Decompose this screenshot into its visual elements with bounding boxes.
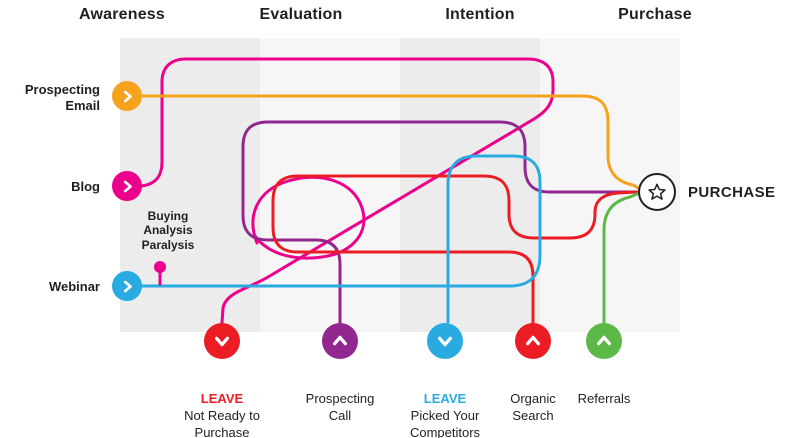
star-icon	[648, 183, 666, 200]
exit-node-organic-search	[515, 323, 551, 359]
exit-node-prospecting-call	[322, 323, 358, 359]
exit-node-referrals	[586, 323, 622, 359]
journey-path-blog	[140, 57, 555, 325]
purchase-node	[638, 173, 676, 211]
journey-path-blog-loop	[251, 175, 366, 260]
chevron-down-icon	[437, 336, 453, 347]
channel-label-webinar: Webinar	[48, 279, 100, 294]
journey-path-referrals	[602, 191, 641, 325]
exit-label-text: Organic Search	[510, 391, 556, 424]
exit-node-leave-not-ready	[204, 323, 240, 359]
entry-node-prospecting-email	[112, 81, 142, 111]
stage-band-evaluation	[260, 38, 400, 332]
chevron-up-icon	[332, 335, 348, 346]
exit-label-text: Picked Your Competitors	[409, 408, 481, 438]
stage-header-intention: Intention	[445, 6, 515, 23]
entry-node-webinar	[112, 271, 142, 301]
exit-label-referrals: Referrals	[544, 373, 664, 407]
channel-label-prospecting-email: Prospecting Email	[24, 82, 100, 114]
exit-label-text: Referrals	[577, 391, 631, 407]
stage-header-evaluation: Evaluation	[259, 6, 343, 23]
paralysis-dot	[154, 261, 166, 273]
chevron-right-icon	[123, 180, 132, 192]
chevron-up-icon	[525, 335, 541, 346]
journey-path-prospecting-email	[140, 94, 642, 191]
exit-label-emphasis: LEAVE	[200, 391, 244, 407]
chevron-right-icon	[123, 90, 132, 102]
exit-label-emphasis: LEAVE	[423, 391, 467, 407]
exit-label-text: Prospecting Call	[305, 391, 375, 424]
journey-path-webinar	[140, 154, 542, 324]
journey-path-organic-search	[271, 174, 639, 325]
stage-header-awareness: Awareness	[78, 6, 166, 23]
exit-node-leave-competitors	[427, 323, 463, 359]
stage-header-purchase: Purchase	[618, 6, 692, 23]
journey-path-prospecting-call	[241, 120, 638, 325]
chevron-down-icon	[214, 336, 230, 347]
channel-label-blog: Blog	[71, 179, 100, 194]
exit-label-organic-search: Organic Search	[473, 373, 593, 424]
purchase-label: PURCHASE	[688, 184, 776, 201]
entry-node-blog	[112, 171, 142, 201]
chevron-up-icon	[596, 335, 612, 346]
chevron-right-icon	[123, 280, 132, 292]
paralysis-annotation: Buying Analysis Paralysis	[141, 209, 195, 252]
exit-label-prospecting-call: Prospecting Call	[280, 373, 400, 424]
exit-label-text: Not Ready to Purchase	[184, 408, 260, 438]
